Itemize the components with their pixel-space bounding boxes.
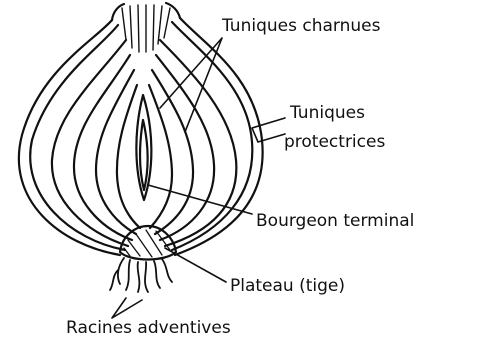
label-tuniques-protectrices-1: Tuniques: [290, 105, 365, 122]
adventitious-roots: [110, 258, 172, 292]
leader-plateau: [165, 248, 226, 282]
label-bourgeon-terminal: Bourgeon terminal: [256, 213, 414, 230]
terminal-bud-inner: [140, 120, 148, 190]
leader-racines: [112, 298, 142, 318]
leader-tuniques-protectrices: [252, 118, 285, 142]
bulb-neck-hatching: [122, 5, 170, 52]
fleshy-tunic-left-1: [52, 40, 128, 246]
label-racines-adventives: Racines adventives: [66, 320, 231, 337]
label-tuniques-protectrices-2: protectrices: [284, 134, 385, 151]
leader-tuniques-charnues: [160, 38, 222, 132]
terminal-bud: [136, 95, 151, 200]
basal-plate-hatching: [124, 230, 170, 257]
label-plateau: Plateau (tige): [230, 278, 345, 295]
label-tuniques-charnues: Tuniques charnues: [222, 18, 380, 35]
fleshy-tunic-right-2: [156, 55, 214, 240]
fleshy-tunic-left-2: [74, 55, 132, 240]
